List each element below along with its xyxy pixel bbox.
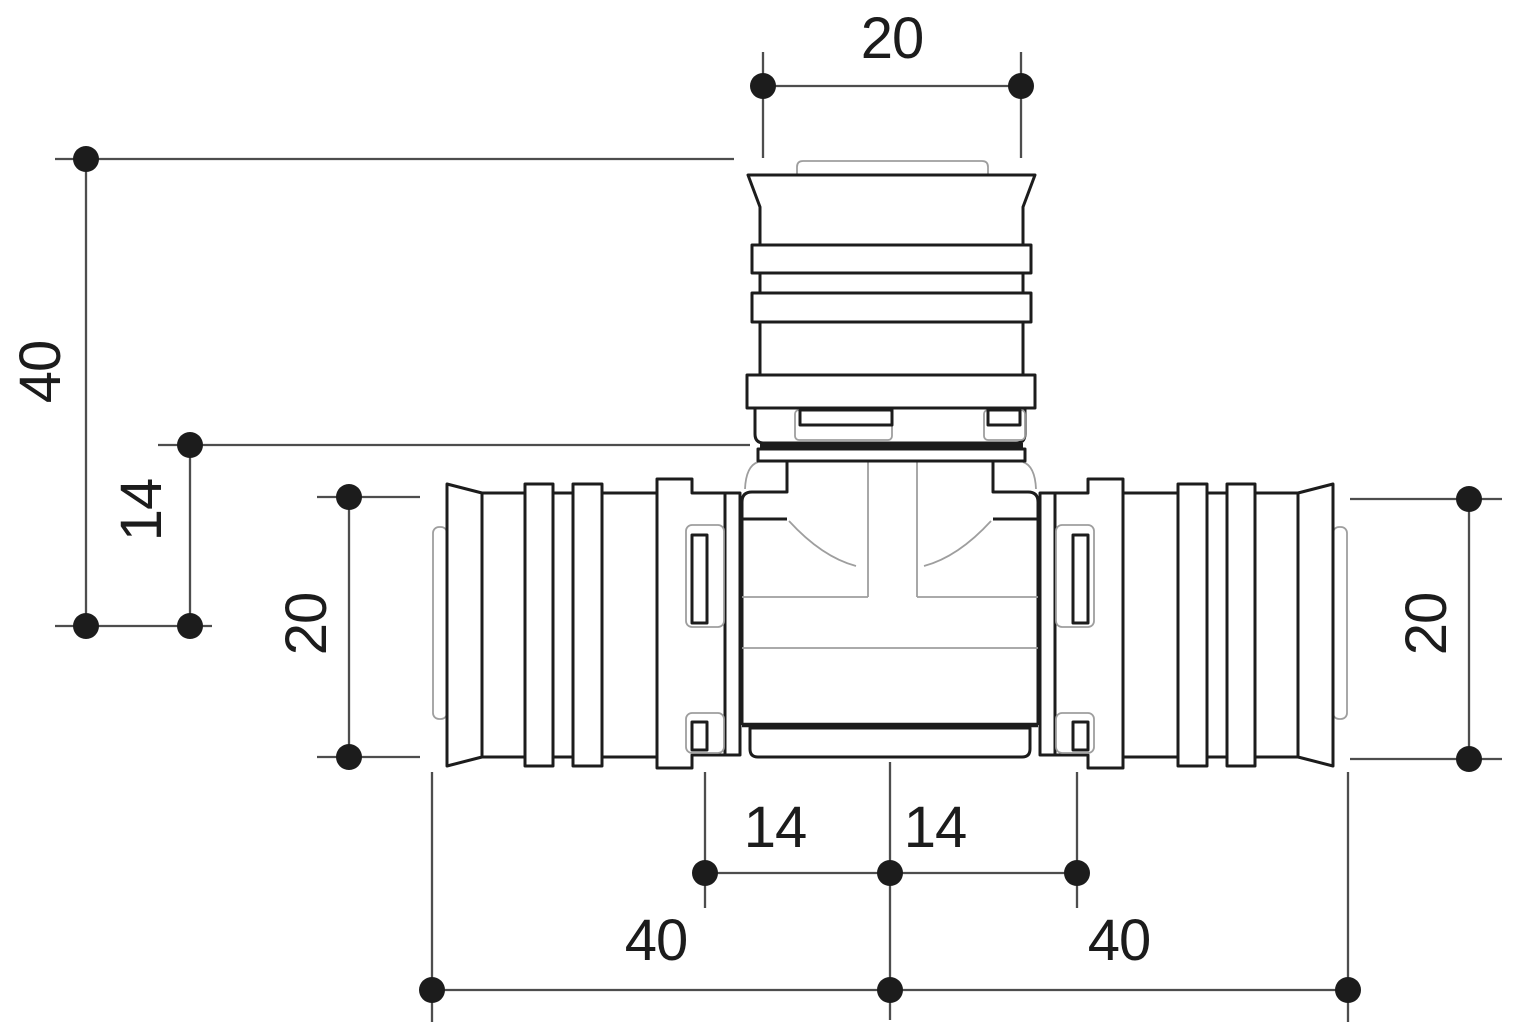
dimension-node-dot xyxy=(877,977,903,1003)
left-sleeve-body xyxy=(480,491,527,759)
dimension-label-top-od: 20 xyxy=(861,6,924,71)
dimension-branch-height-40: 40 xyxy=(8,146,734,639)
body-fillet-left xyxy=(744,461,759,490)
dimension-node-dot xyxy=(1064,860,1090,886)
branch-rib xyxy=(750,291,1033,324)
left-sleeve-gap xyxy=(551,491,575,759)
dimension-node-dot xyxy=(1456,486,1482,512)
right-flare xyxy=(1296,482,1335,768)
dimension-insert-depths-bottom: 14 14 xyxy=(692,762,1090,1020)
dimension-node-dot xyxy=(336,484,362,510)
left-window-slot xyxy=(690,533,709,625)
dimension-node-dot xyxy=(336,744,362,770)
left-window-slot-small xyxy=(690,720,709,752)
left-sleeve-body xyxy=(600,491,659,759)
dimension-lines xyxy=(761,52,1023,158)
waterway-funnel-right xyxy=(923,520,992,567)
dimension-top-branch-od: 20 xyxy=(750,6,1034,158)
right-sleeve-body xyxy=(1121,491,1180,759)
branch-collar xyxy=(745,373,1037,410)
right-pipe-end xyxy=(1332,526,1348,720)
dimension-right-run-od-20: 20 xyxy=(1350,486,1502,772)
left-pipe-end xyxy=(432,526,448,720)
branch-pipe-stub xyxy=(796,160,989,176)
branch-flare xyxy=(746,173,1037,247)
branch-sleeve-gap xyxy=(758,271,1025,295)
dimension-label-left-od: 20 xyxy=(274,593,339,656)
dimension-label-left-length: 40 xyxy=(625,908,688,973)
right-window-slot xyxy=(1071,533,1090,625)
right-window-slot-small xyxy=(1071,720,1090,752)
dimension-lines xyxy=(317,495,420,759)
dimension-label-branch-height: 40 xyxy=(8,341,73,404)
left-rib xyxy=(523,482,555,768)
dimension-node-dot xyxy=(419,977,445,1003)
dimension-label-left-insert: 14 xyxy=(744,795,807,860)
waterway-funnel-left xyxy=(788,520,857,567)
dimension-node-dot xyxy=(177,613,203,639)
left-run-sleeve xyxy=(432,477,742,770)
right-sleeve-gap xyxy=(1205,491,1229,759)
right-window-frame xyxy=(1055,524,1095,628)
branch-window-slot-small xyxy=(986,408,1022,427)
tee-center-body xyxy=(740,461,1040,759)
left-collar-ring xyxy=(723,491,742,757)
body-bottom-band xyxy=(748,726,1032,759)
dimension-node-dot xyxy=(692,860,718,886)
right-rib xyxy=(1176,482,1209,768)
body-fillet-right xyxy=(1022,461,1037,490)
dimension-label-right-length: 40 xyxy=(1088,908,1151,973)
dimension-node-dot xyxy=(177,432,203,458)
dimension-node-dot xyxy=(1008,73,1034,99)
dimension-label-right-insert: 14 xyxy=(904,795,967,860)
branch-window-slot xyxy=(798,408,894,427)
body-right-shoulder xyxy=(991,461,1040,725)
branch-rib xyxy=(750,243,1033,275)
dimension-node-dot xyxy=(750,73,776,99)
dimension-label-branch-insert: 14 xyxy=(109,479,174,542)
right-collar-ring xyxy=(1038,491,1057,757)
dimension-label-right-od: 20 xyxy=(1394,593,1459,656)
right-sleeve-body xyxy=(1253,491,1300,759)
dimension-left-run-od-20: 20 xyxy=(274,484,420,770)
right-rib xyxy=(1225,482,1257,768)
dimension-node-dot xyxy=(73,146,99,172)
dimension-branch-insert-14: 14 xyxy=(109,432,750,639)
dimension-node-dot xyxy=(1335,977,1361,1003)
left-flare xyxy=(445,482,484,768)
branch-sleeve-body xyxy=(758,320,1025,377)
dimension-node-dot xyxy=(877,860,903,886)
left-window-frame xyxy=(685,524,725,628)
left-rib xyxy=(571,482,604,768)
dimension-run-lengths-bottom: 40 40 xyxy=(419,772,1361,1022)
right-run-sleeve xyxy=(1038,477,1348,770)
dimension-node-dot xyxy=(73,613,99,639)
dimension-lines xyxy=(703,762,1079,1020)
branch-neck-band xyxy=(756,447,1027,463)
dimension-lines xyxy=(158,443,750,626)
top-branch-sleeve xyxy=(745,160,1037,463)
body-left-shoulder xyxy=(740,461,789,725)
dimension-node-dot xyxy=(1456,746,1482,772)
